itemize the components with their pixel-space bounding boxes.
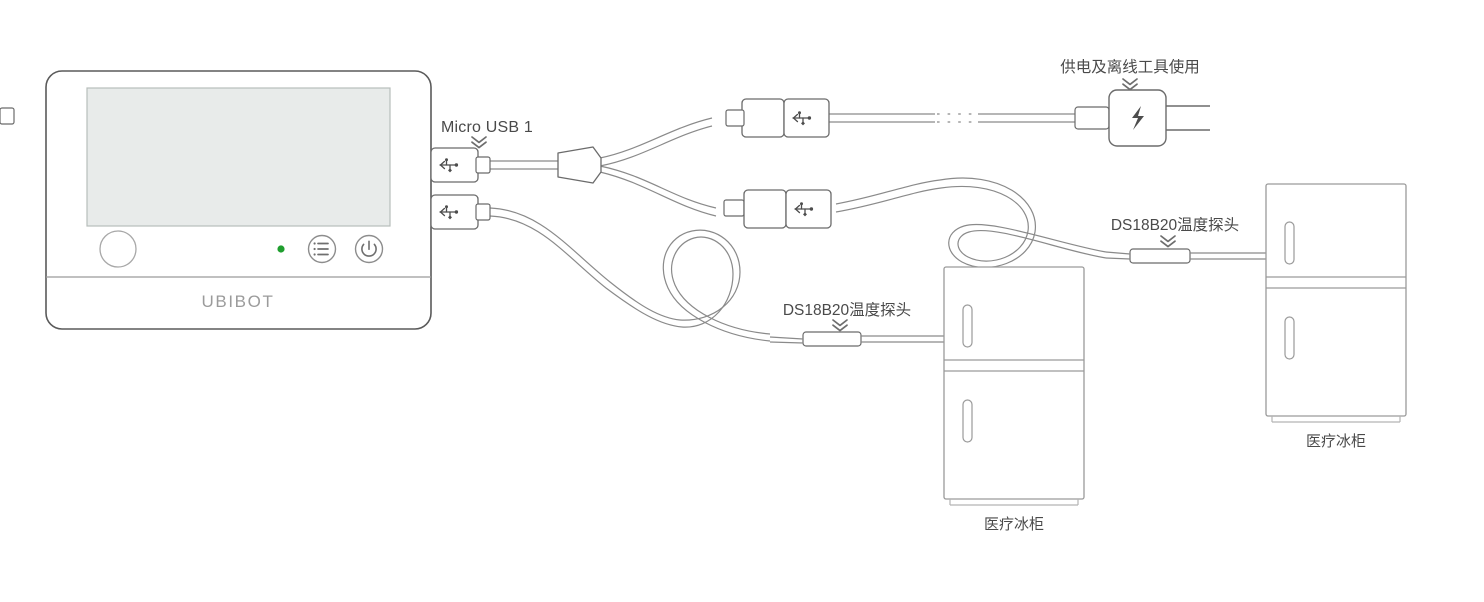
status-led [277,245,285,253]
ds18b20-probe-lower [769,331,945,347]
cable-port1-to-splitter [487,160,558,170]
cable-break-to-adapter [978,113,1075,123]
cable-network [487,113,1107,342]
y-splitter [557,146,602,184]
usb-connector-pair-bottom [723,189,832,229]
power-adapter [1074,89,1210,147]
power-adapter-label: 供电及离线工具使用 [1060,58,1200,76]
cable-top-usb-to-break [828,113,935,123]
medical-fridge-upper [1265,183,1407,423]
lightning-bolt-icon [1132,106,1144,130]
usb-connector-pair-top [0,98,830,138]
menu-icon [313,242,329,256]
cable-splitter-lower-branch [599,165,717,217]
micro-usb-1-pointer-icon [471,136,487,149]
device-brand: UBIBOT [202,292,275,311]
power-adapter-pointer-icon [1122,78,1138,91]
device-screen [86,87,391,227]
medical-fridge-lower [943,266,1085,506]
ubibot-device: UBIBOT [45,70,432,330]
round-button[interactable] [99,230,137,268]
micro-usb-port-1[interactable] [430,147,491,183]
micro-usb-port-2[interactable] [430,194,491,230]
menu-button[interactable] [307,234,337,264]
probe-lower-label: DS18B20温度探头 [783,301,911,319]
probe-upper-label: DS18B20温度探头 [1111,216,1239,234]
probe-upper-pointer-icon [1160,235,1176,248]
ds18b20-probe-upper [1105,248,1266,264]
cable-splitter-upper-branch [599,117,713,167]
cable-bottom-usb-to-upper-fridge [835,177,1107,269]
probe-lower-pointer-icon [832,319,848,332]
power-icon [361,240,377,257]
cable-break-dashes [937,113,978,123]
cable-port2-to-lower-fridge [489,207,771,342]
power-button[interactable] [354,234,384,264]
fridge-lower-label: 医疗冰柜 [984,516,1044,533]
micro-usb-1-label: Micro USB 1 [441,119,533,136]
adapter-prongs [1166,105,1210,131]
fridge-upper-label: 医疗冰柜 [1306,433,1366,450]
